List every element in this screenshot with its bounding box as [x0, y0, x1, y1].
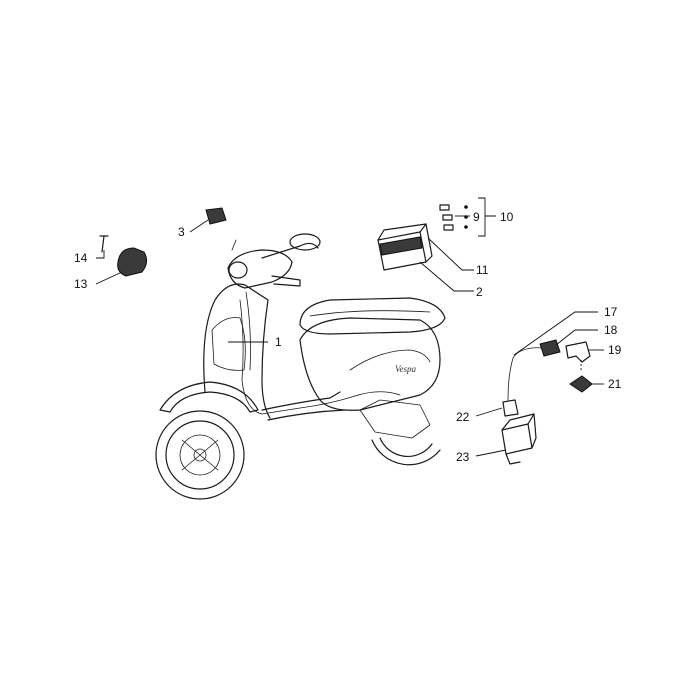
callout-22: 22	[456, 410, 470, 424]
floorboard	[261, 391, 341, 411]
svg-text:Vespa: Vespa	[395, 364, 416, 374]
callout-10: 10	[500, 210, 514, 224]
seat	[299, 297, 446, 335]
part-13-module	[117, 247, 148, 277]
part-9-fuses	[439, 204, 468, 231]
callout-labels: 1 2 3 9 10 11 13 14 17 18 19 21 22 23	[74, 210, 622, 464]
callout-13: 13	[74, 277, 88, 291]
part-19-plug-cap	[565, 341, 591, 363]
part-14-screw	[99, 235, 109, 253]
callout-11: 11	[476, 263, 489, 277]
front-mudguard	[159, 381, 259, 413]
part-22-cap	[502, 399, 519, 417]
part-17-ht-lead	[507, 347, 546, 401]
callout-1: 1	[275, 335, 282, 349]
part-18-cap	[539, 339, 561, 357]
callout-2: 2	[476, 285, 483, 299]
callout-14: 14	[74, 251, 88, 265]
leader-lines	[95, 197, 604, 457]
headset	[227, 249, 293, 289]
part-23-ignition-coil	[501, 413, 537, 465]
leg-shield	[203, 283, 271, 419]
front-wheel	[155, 410, 245, 500]
callout-21: 21	[608, 377, 622, 391]
wiring-harness	[239, 299, 401, 415]
callout-3: 3	[178, 225, 185, 239]
callout-17: 17	[604, 305, 618, 319]
part-21-rubber-cap	[569, 375, 593, 393]
callout-9: 9	[473, 210, 480, 224]
callout-18: 18	[604, 323, 618, 337]
rear-wheel	[371, 437, 441, 466]
callout-23: 23	[456, 450, 470, 464]
part-3-connector	[205, 207, 227, 225]
engine	[359, 399, 431, 439]
rear-body	[299, 317, 441, 411]
callout-19: 19	[608, 343, 622, 357]
scooter-drawing: Vespa	[155, 233, 446, 500]
part-2-battery	[377, 223, 433, 271]
